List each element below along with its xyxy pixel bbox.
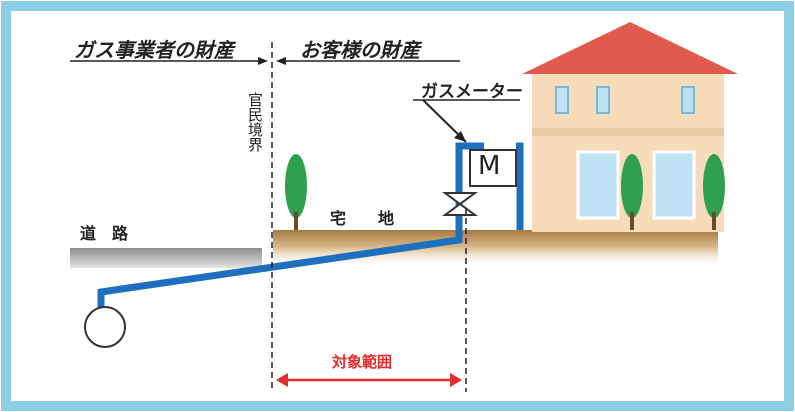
house-window [652, 150, 696, 220]
residential-ground [273, 230, 718, 268]
gas-meter-label: ガスメーター [421, 82, 523, 102]
meter-symbol: M [478, 151, 501, 181]
valve-icon [441, 192, 479, 216]
header-arrow-right [276, 57, 286, 65]
house-band [532, 128, 724, 136]
house-window [555, 86, 569, 114]
tree-icon [703, 154, 725, 230]
main-pipe-icon [84, 306, 126, 348]
target-arrow-left [276, 373, 288, 387]
house-window [681, 86, 695, 114]
gas-meter-icon [469, 149, 517, 187]
house-window [576, 150, 620, 220]
gas-pipe [97, 142, 484, 320]
target-arrow-right [450, 373, 462, 387]
boundary-label: 官民境界 [246, 92, 264, 152]
tree-icon [621, 154, 643, 230]
road-surface [70, 248, 262, 268]
tree-icon [285, 154, 307, 230]
residential-land-label: 宅 地 [330, 209, 395, 228]
house-window [596, 86, 610, 114]
gas-company-property-label: ガス事業者の財産 [74, 38, 234, 62]
house-pipe [516, 142, 524, 230]
customer-property-label: お客様の財産 [300, 38, 420, 62]
road-label: 道 路 [80, 224, 129, 243]
target-range-label: 対象範囲 [332, 353, 393, 371]
header-arrow-left [258, 57, 268, 65]
meter-leader-arrowhead [454, 131, 466, 142]
house-roof [522, 22, 738, 74]
